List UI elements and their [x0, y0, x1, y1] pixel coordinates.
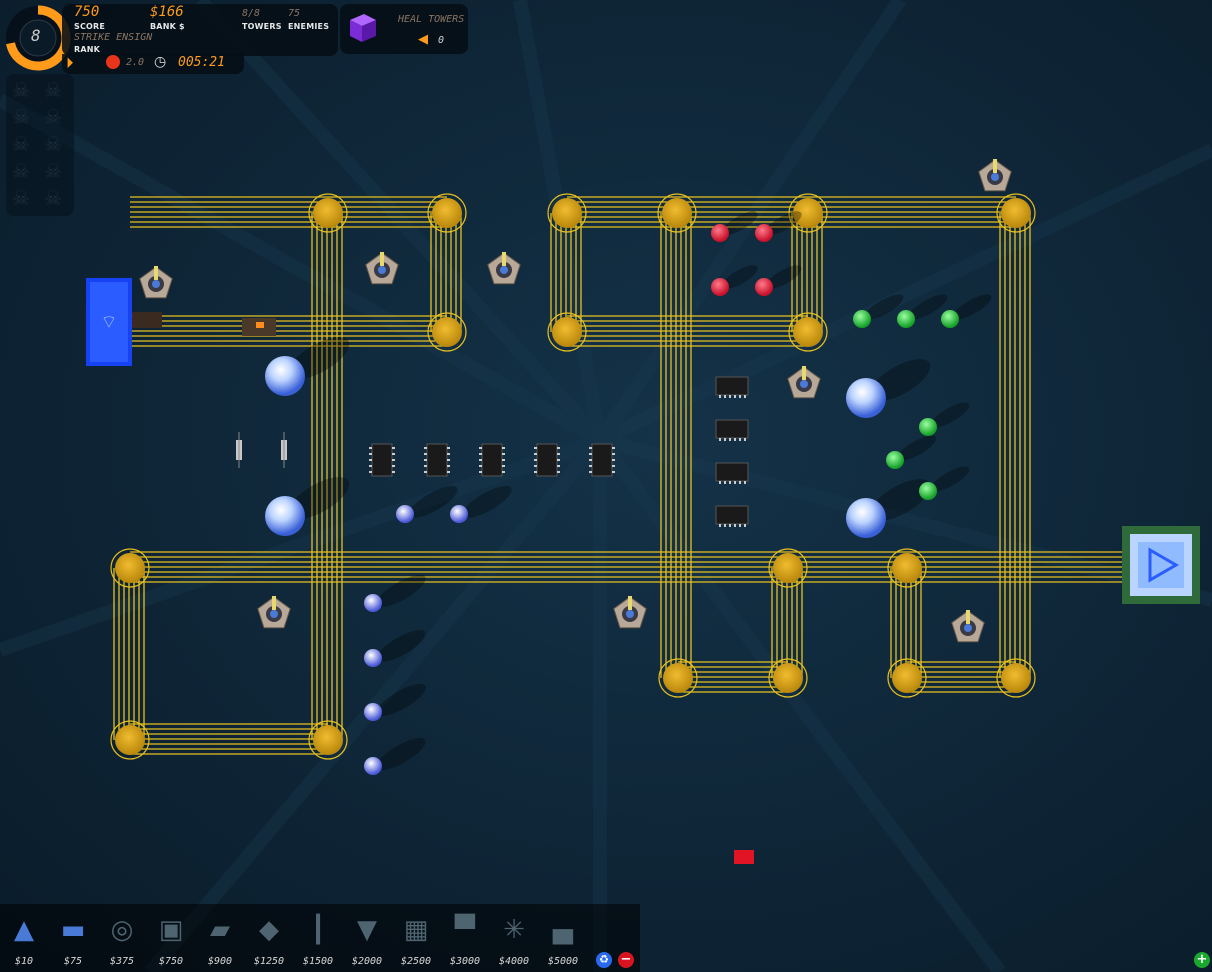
shop-item[interactable]: ▣ $750 [147, 904, 195, 972]
shop-item[interactable]: ◎ $375 [98, 904, 146, 972]
light-obstacles [711, 211, 992, 500]
shop-item[interactable]: ▰ $900 [196, 904, 244, 972]
clock-icon: ◷ [154, 54, 167, 70]
skull-icon: ☠ [12, 78, 30, 102]
shop-item[interactable]: ▼ $2000 [343, 904, 391, 972]
tesla-tower-icon: ┃ [310, 915, 326, 945]
blaster-tower-icon: ▲ [14, 915, 34, 945]
antenna-tower-icon: ✳ [503, 915, 525, 945]
tower-shop: ▲ $10 ▬ $75 ◎ $375 ▣ $750 ▰ $900 ◆ $1250 ┃ $1500 ▼ $200… [0, 904, 640, 972]
shop-price: $1250 [253, 956, 285, 967]
tower[interactable] [787, 366, 821, 399]
special-count: 0 [438, 35, 445, 46]
red-marker [734, 850, 754, 864]
tower[interactable] [365, 252, 399, 285]
tower[interactable] [613, 596, 647, 629]
speed-multiplier-icon[interactable] [106, 55, 120, 69]
towers-value: 8/8 [242, 8, 261, 19]
skull-icon: ☠ [12, 105, 30, 129]
enemies-value: 75 [288, 8, 301, 19]
shop-price: $2000 [351, 956, 383, 967]
placed-towers[interactable] [139, 159, 1012, 643]
speed-value: 2.0 [126, 57, 145, 68]
arrow-left-icon[interactable]: ◀ [418, 32, 428, 47]
timer-value: 005:21 [178, 55, 225, 70]
shop-price: $5000 [547, 956, 579, 967]
cannon-tower-icon: ▬ [60, 915, 86, 945]
play-speed-icon[interactable]: ⏵︎ [66, 54, 74, 72]
rank-value: STRIKE ENSIGN [74, 32, 153, 43]
shop-price: $10 [14, 956, 34, 967]
spawn-portal: ⌔ [86, 278, 132, 366]
recycle-icon[interactable]: ♻ [596, 952, 612, 968]
radar-tower-icon: ▣ [158, 915, 184, 945]
missile-tower-icon: ▰ [210, 915, 230, 945]
shop-price: $750 [158, 956, 184, 967]
shop-price: $2500 [400, 956, 432, 967]
shop-price: $1500 [302, 956, 334, 967]
shop-item[interactable]: ▬ $75 [49, 904, 97, 972]
dish-tower-icon: ◎ [110, 915, 134, 945]
ion-tower-icon: ▀ [455, 915, 475, 945]
shop-item[interactable]: ◆ $1250 [245, 904, 293, 972]
chip-obstacles [369, 376, 749, 527]
tower[interactable] [487, 252, 521, 285]
skull-icon: ☠ [12, 132, 30, 156]
enemy-track [113, 196, 1126, 755]
shop-price: $75 [63, 956, 83, 967]
solar-tower-icon: ▦ [403, 915, 429, 945]
skull-icon: ☠ [44, 132, 62, 156]
shop-item[interactable]: ▄ $5000 [539, 904, 587, 972]
level-dial [6, 5, 71, 71]
wave-lives-panel [6, 74, 74, 216]
blue-orb-obstacles [265, 337, 931, 538]
shop-price: $375 [109, 956, 135, 967]
tower[interactable] [257, 596, 291, 629]
shop-price: $3000 [449, 956, 481, 967]
resistor-obstacles [236, 432, 287, 468]
shop-item[interactable]: ▀ $3000 [441, 904, 489, 972]
enemy-units [132, 312, 276, 336]
towers-label: TOWERS [242, 22, 282, 31]
skull-icon: ☠ [44, 105, 62, 129]
shop-item[interactable]: ┃ $1500 [294, 904, 342, 972]
shop-price: $4000 [498, 956, 530, 967]
skull-icon: ☠ [44, 159, 62, 183]
tower[interactable] [139, 266, 173, 299]
small-orb-obstacles [364, 485, 512, 775]
shop-item[interactable]: ▦ $2500 [392, 904, 440, 972]
laser-tower-icon: ◆ [259, 915, 279, 945]
rank-label: RANK [74, 45, 101, 54]
nuke-tower-icon: ▄ [553, 915, 573, 945]
tower[interactable] [978, 159, 1012, 192]
sell-minus-icon[interactable]: − [618, 952, 634, 968]
skull-icon: ☠ [12, 186, 30, 210]
bank-value: $166 [150, 4, 184, 20]
track-nodes [110, 193, 1036, 760]
score-value: 750 [74, 4, 100, 20]
cube-icon[interactable] [344, 10, 378, 44]
plasma-tower-icon: ▼ [357, 915, 377, 945]
bank-label: BANK $ [150, 22, 185, 31]
stats-panel [62, 4, 338, 56]
shop-item[interactable]: ✳ $4000 [490, 904, 538, 972]
svg-text:⌔: ⌔ [101, 312, 118, 333]
skull-icon: ☠ [44, 186, 62, 210]
level-number: 8 [31, 26, 41, 45]
enemies-label: ENEMIES [288, 22, 330, 31]
add-plus-icon[interactable]: + [1194, 952, 1210, 968]
skull-icon: ☠ [12, 159, 30, 183]
shop-price: $900 [207, 956, 233, 967]
score-label: SCORE [74, 22, 106, 31]
skull-icon: ☠ [44, 78, 62, 102]
shop-item[interactable]: ▲ $10 [0, 904, 48, 972]
exit-portal [1122, 526, 1200, 604]
special-label: HEAL TOWERS [398, 14, 465, 25]
tower[interactable] [951, 610, 985, 643]
